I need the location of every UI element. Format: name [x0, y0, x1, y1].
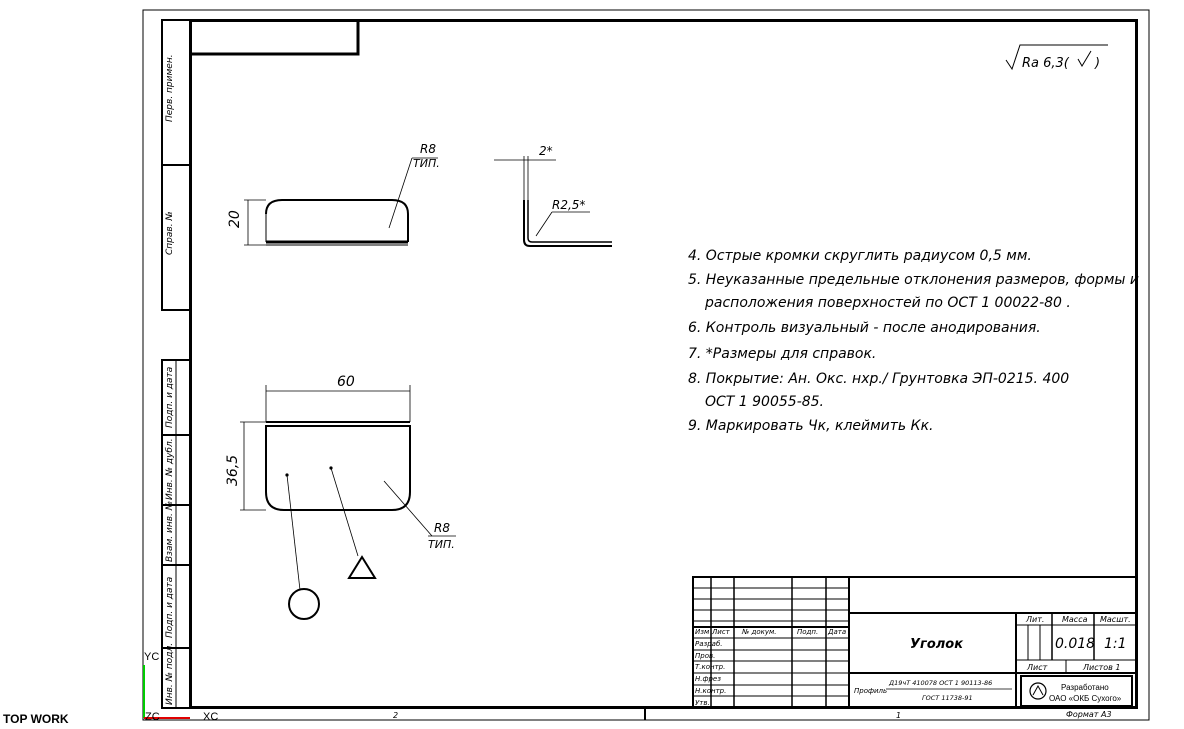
axis-zc: ZC — [145, 711, 160, 723]
part-side-profile: 2* R2,5* — [494, 144, 612, 247]
dim-60: 60 — [337, 374, 355, 390]
material-line1: Д19чТ 410078 ОСТ 1 90113-86 — [888, 679, 992, 687]
row-razrab: Разраб. — [695, 640, 723, 648]
top-left-stamp — [190, 22, 360, 56]
marking-circle — [288, 588, 320, 620]
wcs-triad: YC ZC XC — [143, 651, 218, 723]
side-label-podp2: Подп. и дата — [165, 577, 175, 638]
typ-top-label: ТИП. — [413, 157, 440, 170]
col-doc: № докум. — [741, 628, 777, 636]
scale-value: 1:1 — [1104, 636, 1127, 652]
zone-2: 2 — [393, 711, 398, 720]
lit-header: Лит. — [1025, 615, 1044, 624]
r25-label: R2,5* — [552, 198, 585, 212]
material-line2: ГОСТ 11738-91 — [922, 694, 973, 702]
part-name: Уголок — [910, 637, 964, 652]
note-5a: 5. Неуказанные предельные отклонения раз… — [688, 272, 1139, 288]
scale-header: Масшт. — [1100, 615, 1131, 624]
note-5b: расположения поверхностей по ОСТ 1 00022… — [704, 295, 1071, 311]
technical-notes: 4. Острые кромки скруглить радиусом 0,5 … — [688, 248, 1139, 434]
org-line2: ОАО «ОКБ Сухого» — [1049, 694, 1122, 703]
axis-xc: XC — [203, 711, 218, 723]
axis-yc: YC — [144, 651, 159, 663]
roughness-symbol: Ra 6,3( ) — [1005, 44, 1108, 71]
side-label-dubl: Инв. № дубл. — [165, 438, 175, 500]
side-labels: Перв. примен. Справ. № Подп. и дата Инв.… — [165, 54, 175, 705]
material-prefix: Профиль — [854, 687, 887, 695]
col-list: Лист — [711, 628, 731, 636]
part-top-view: 20 R8 ТИП. — [227, 142, 440, 246]
zone-strip: 2 1 Формат А3 — [393, 708, 1112, 720]
typ-bottom-label: ТИП. — [428, 538, 455, 551]
title-block-text: Изм Лист № докум. Подп. Дата Разраб. Про… — [695, 615, 1131, 707]
stamp-triangle — [347, 555, 377, 579]
side-label-podp1: Подп. и дата — [165, 367, 175, 428]
note-7: 7. *Размеры для справок. — [688, 346, 876, 362]
org-line1: Разработано — [1061, 683, 1109, 692]
dim-365: 36,5 — [225, 455, 241, 486]
dim-2: 2* — [539, 144, 553, 158]
mass-value: 0.018 — [1055, 636, 1095, 652]
view-name-label: TOP WORK — [3, 712, 69, 726]
r8-bottom-label: R8 — [434, 521, 450, 535]
title-block — [692, 576, 1137, 709]
note-4: 4. Острые кромки скруглить радиусом 0,5 … — [688, 248, 1032, 264]
row-prov: Пров. — [695, 652, 715, 660]
row-nkontr: Н.контр. — [695, 687, 726, 695]
mass-header: Масса — [1062, 615, 1088, 624]
col-date: Дата — [827, 628, 846, 636]
side-label-vzam: Взам. инв. № — [165, 501, 175, 562]
row-tkontr: Т.контр. — [695, 663, 725, 671]
sheet-inner-frame — [189, 19, 1138, 709]
row-nfrez: Н.фрез — [695, 675, 721, 683]
dim-20: 20 — [227, 210, 243, 228]
part-front-view: 60 36,5 R8 ТИП. — [225, 374, 456, 620]
row-utv: Утв. — [695, 699, 710, 707]
zone-1: 1 — [896, 711, 901, 720]
roughness-text: Ra 6,3( — [1022, 56, 1070, 71]
sheets-label: Листов 1 — [1082, 663, 1121, 672]
note-9: 9. Маркировать Чк, клеймить Кк. — [688, 418, 933, 434]
col-podp: Подп. — [797, 628, 818, 636]
note-6: 6. Контроль визуальный - после анодирова… — [688, 320, 1041, 336]
svg-text:): ) — [1094, 56, 1100, 71]
col-izm: Изм — [695, 628, 710, 636]
side-label-perv: Перв. примен. — [165, 54, 175, 122]
note-8a: 8. Покрытие: Ан. Окс. нхр./ Грунтовка ЭП… — [688, 371, 1069, 387]
side-strip — [161, 19, 191, 709]
side-label-sprav: Справ. № — [165, 211, 175, 255]
side-label-inv: Инв. № подл. — [165, 643, 175, 705]
note-8b: ОСТ 1 90055-85. — [705, 394, 824, 410]
format-label: Формат А3 — [1066, 710, 1112, 719]
sheet-label: Лист — [1026, 663, 1048, 672]
r8-top-label: R8 — [420, 142, 436, 156]
